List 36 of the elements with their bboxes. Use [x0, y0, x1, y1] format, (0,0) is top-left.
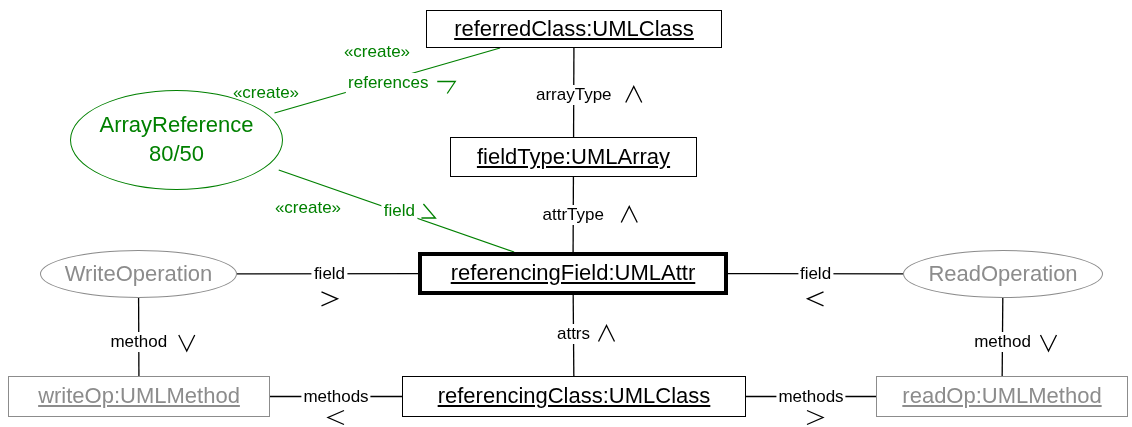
- direction-arrow: [597, 324, 616, 343]
- object-box: [426, 10, 722, 48]
- stereotype-label: «create»: [343, 42, 411, 62]
- stereotype-label: «create»: [274, 198, 342, 218]
- pattern-name: WriteOperation: [64, 259, 213, 288]
- direction-arrow: [178, 334, 196, 353]
- object-name: referredClass:UMLClass: [454, 14, 694, 43]
- object-name: referencingClass:UMLClass: [437, 382, 711, 411]
- direction-arrow: [436, 80, 457, 95]
- object-name: fieldType:UMLArray: [476, 142, 671, 171]
- direction-arrow: [625, 85, 643, 104]
- edge-label: attrType: [540, 204, 606, 225]
- direction-arrow: [806, 409, 825, 426]
- edge-label: field: [381, 201, 417, 221]
- object-box: [450, 137, 697, 177]
- object-box: [8, 376, 270, 417]
- direction-arrow: [320, 291, 340, 307]
- object-name: referencingField:UMLAttr: [450, 259, 696, 288]
- edge-label: arrayType: [533, 84, 614, 105]
- pattern-name: ReadOperation: [928, 259, 1078, 288]
- edge-label: references: [346, 72, 431, 93]
- direction-arrow: [1039, 334, 1058, 353]
- object-box: [876, 376, 1128, 417]
- edge-label: method: [972, 332, 1033, 352]
- edge-label: method: [108, 332, 170, 352]
- direction-arrow: [420, 203, 437, 219]
- direction-arrow: [326, 409, 345, 426]
- pattern-name: ArrayReference 80/50: [98, 111, 255, 168]
- edge-label: attrs: [554, 323, 593, 344]
- direction-arrow: [620, 205, 638, 224]
- stereotype-label: «create»: [232, 83, 300, 103]
- object-box: [402, 376, 746, 417]
- object-name: writeOp:UMLMethod: [38, 382, 240, 411]
- direction-arrow: [805, 291, 825, 307]
- object-name: readOp:UMLMethod: [902, 382, 1102, 411]
- object-box: [418, 252, 728, 295]
